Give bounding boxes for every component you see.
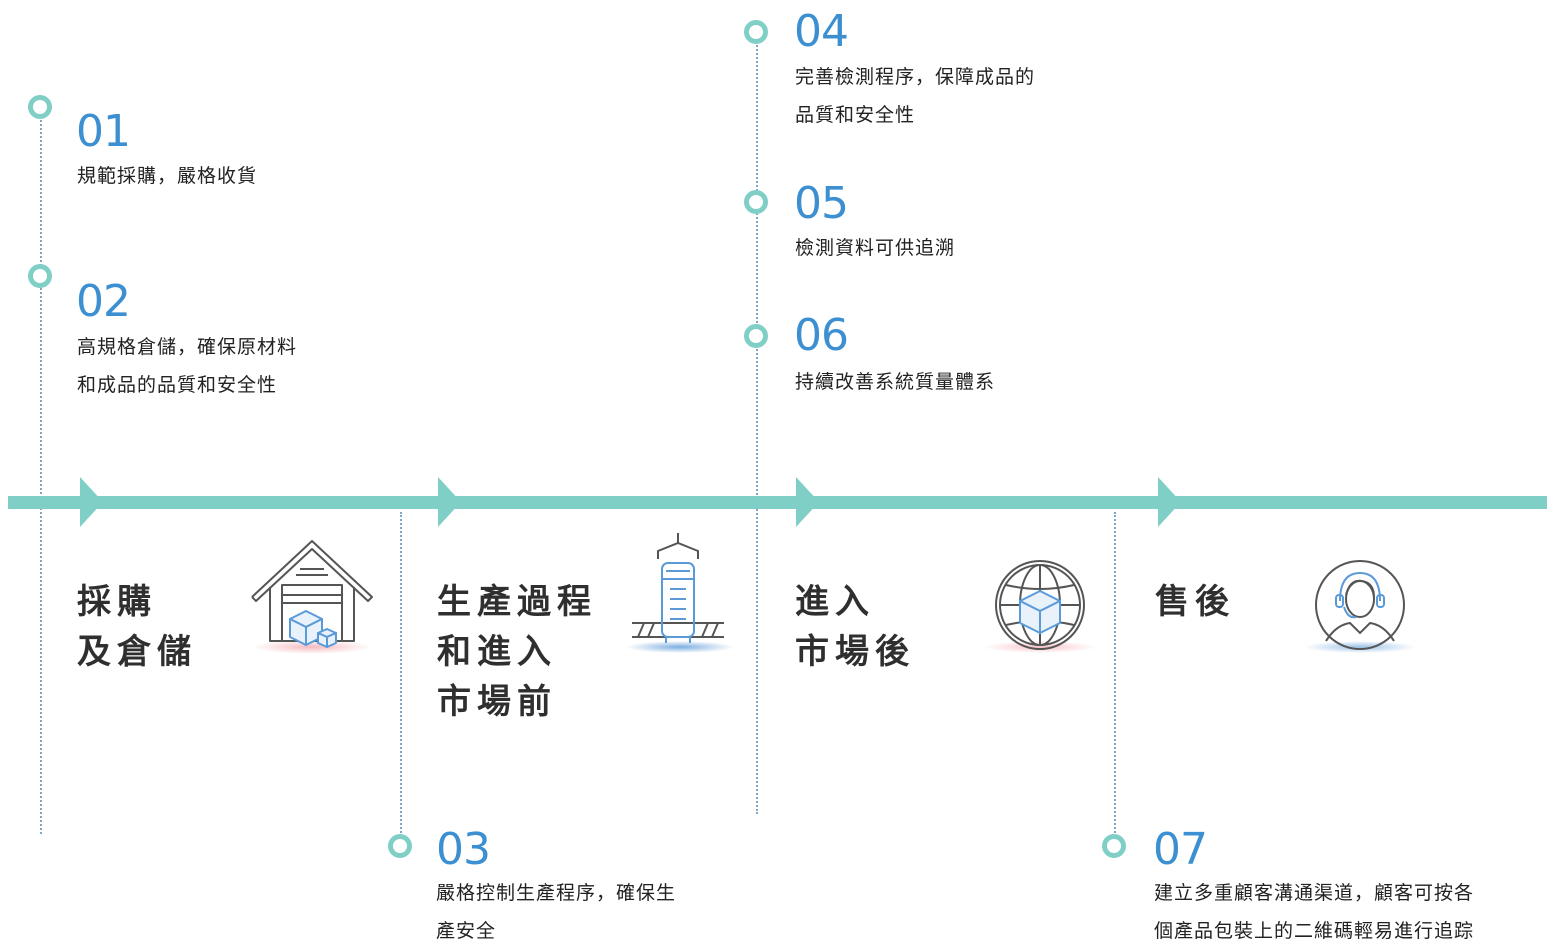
step-desc-02-line-2: 和成品的品質和安全性 <box>77 374 278 396</box>
phase-title-production: 生產過程 和進入 市場前 <box>437 577 597 727</box>
phase-title-procurement-line-1: 採購 <box>77 582 157 622</box>
production-tank-icon <box>626 533 734 653</box>
step-node-07 <box>1102 834 1126 858</box>
step-desc-03: 嚴格控制生產程序，確保生 產安全 <box>436 874 676 950</box>
step-node-04 <box>744 20 768 44</box>
phase-title-market: 進入 市場後 <box>795 577 915 677</box>
step-number-05: 05 <box>794 178 849 229</box>
step-number-01: 01 <box>76 106 131 157</box>
phase-title-market-line-2: 市場後 <box>795 632 915 672</box>
timeline-arrow-2 <box>438 477 461 527</box>
step-desc-07-line-2: 個產品包裝上的二維碼輕易進行追踪 <box>1154 920 1475 942</box>
phase-title-aftersales: 售後 <box>1155 577 1235 627</box>
step-number-06: 06 <box>794 310 849 361</box>
step-number-03: 03 <box>436 824 491 875</box>
step-node-03 <box>388 834 412 858</box>
step-desc-06-line-1: 持續改善系統質量體系 <box>795 371 996 393</box>
step-desc-05-line-1: 檢測資料可供追溯 <box>795 237 956 259</box>
warehouse-icon <box>251 540 373 654</box>
globe-box-icon <box>984 560 1096 653</box>
step-number-07: 07 <box>1153 824 1208 875</box>
step-node-02 <box>28 264 52 288</box>
step-desc-01: 規範採購，嚴格收貨 <box>77 157 257 195</box>
phase-title-procurement: 採購 及倉儲 <box>77 577 197 677</box>
connector-line-4 <box>1114 512 1116 844</box>
step-node-01 <box>28 95 52 119</box>
step-desc-07: 建立多重顧客溝通渠道，顧客可按各 個產品包裝上的二維碼輕易進行追踪 <box>1154 874 1474 950</box>
step-desc-02-line-1: 高規格倉儲，確保原材料 <box>77 336 298 358</box>
step-desc-01-line-1: 規範採購，嚴格收貨 <box>77 165 258 187</box>
step-desc-03-line-2: 產安全 <box>436 920 497 942</box>
phase-title-production-line-2: 和進入 <box>437 632 557 672</box>
step-number-04: 04 <box>794 6 849 57</box>
step-desc-06: 持續改善系統質量體系 <box>795 363 995 401</box>
phase-title-aftersales-line-1: 售後 <box>1155 582 1235 622</box>
connector-line-3 <box>756 38 758 814</box>
timeline-bar <box>8 496 1547 509</box>
step-desc-04-line-2: 品質和安全性 <box>795 104 916 126</box>
connector-line-1 <box>40 112 42 834</box>
step-desc-03-line-1: 嚴格控制生產程序，確保生 <box>436 882 677 904</box>
step-desc-05: 檢測資料可供追溯 <box>795 229 955 267</box>
phase-title-procurement-line-2: 及倉儲 <box>77 632 197 672</box>
step-desc-07-line-1: 建立多重顧客溝通渠道，顧客可按各 <box>1154 882 1475 904</box>
step-desc-02: 高規格倉儲，確保原材料 和成品的品質和安全性 <box>77 328 297 404</box>
phase-title-production-line-3: 市場前 <box>437 682 557 722</box>
step-node-06 <box>744 324 768 348</box>
step-desc-04-line-1: 完善檢測程序，保障成品的 <box>795 66 1036 88</box>
customer-service-agent-icon <box>1304 560 1416 653</box>
connector-line-2 <box>400 512 402 844</box>
step-desc-04: 完善檢測程序，保障成品的 品質和安全性 <box>795 58 1035 134</box>
phase-title-market-line-1: 進入 <box>795 582 875 622</box>
timeline-arrow-3 <box>796 477 819 527</box>
timeline-arrow-4 <box>1158 477 1181 527</box>
timeline-arrow-1 <box>80 477 103 527</box>
step-node-05 <box>744 190 768 214</box>
phase-title-production-line-1: 生產過程 <box>437 582 597 622</box>
step-number-02: 02 <box>76 276 131 327</box>
